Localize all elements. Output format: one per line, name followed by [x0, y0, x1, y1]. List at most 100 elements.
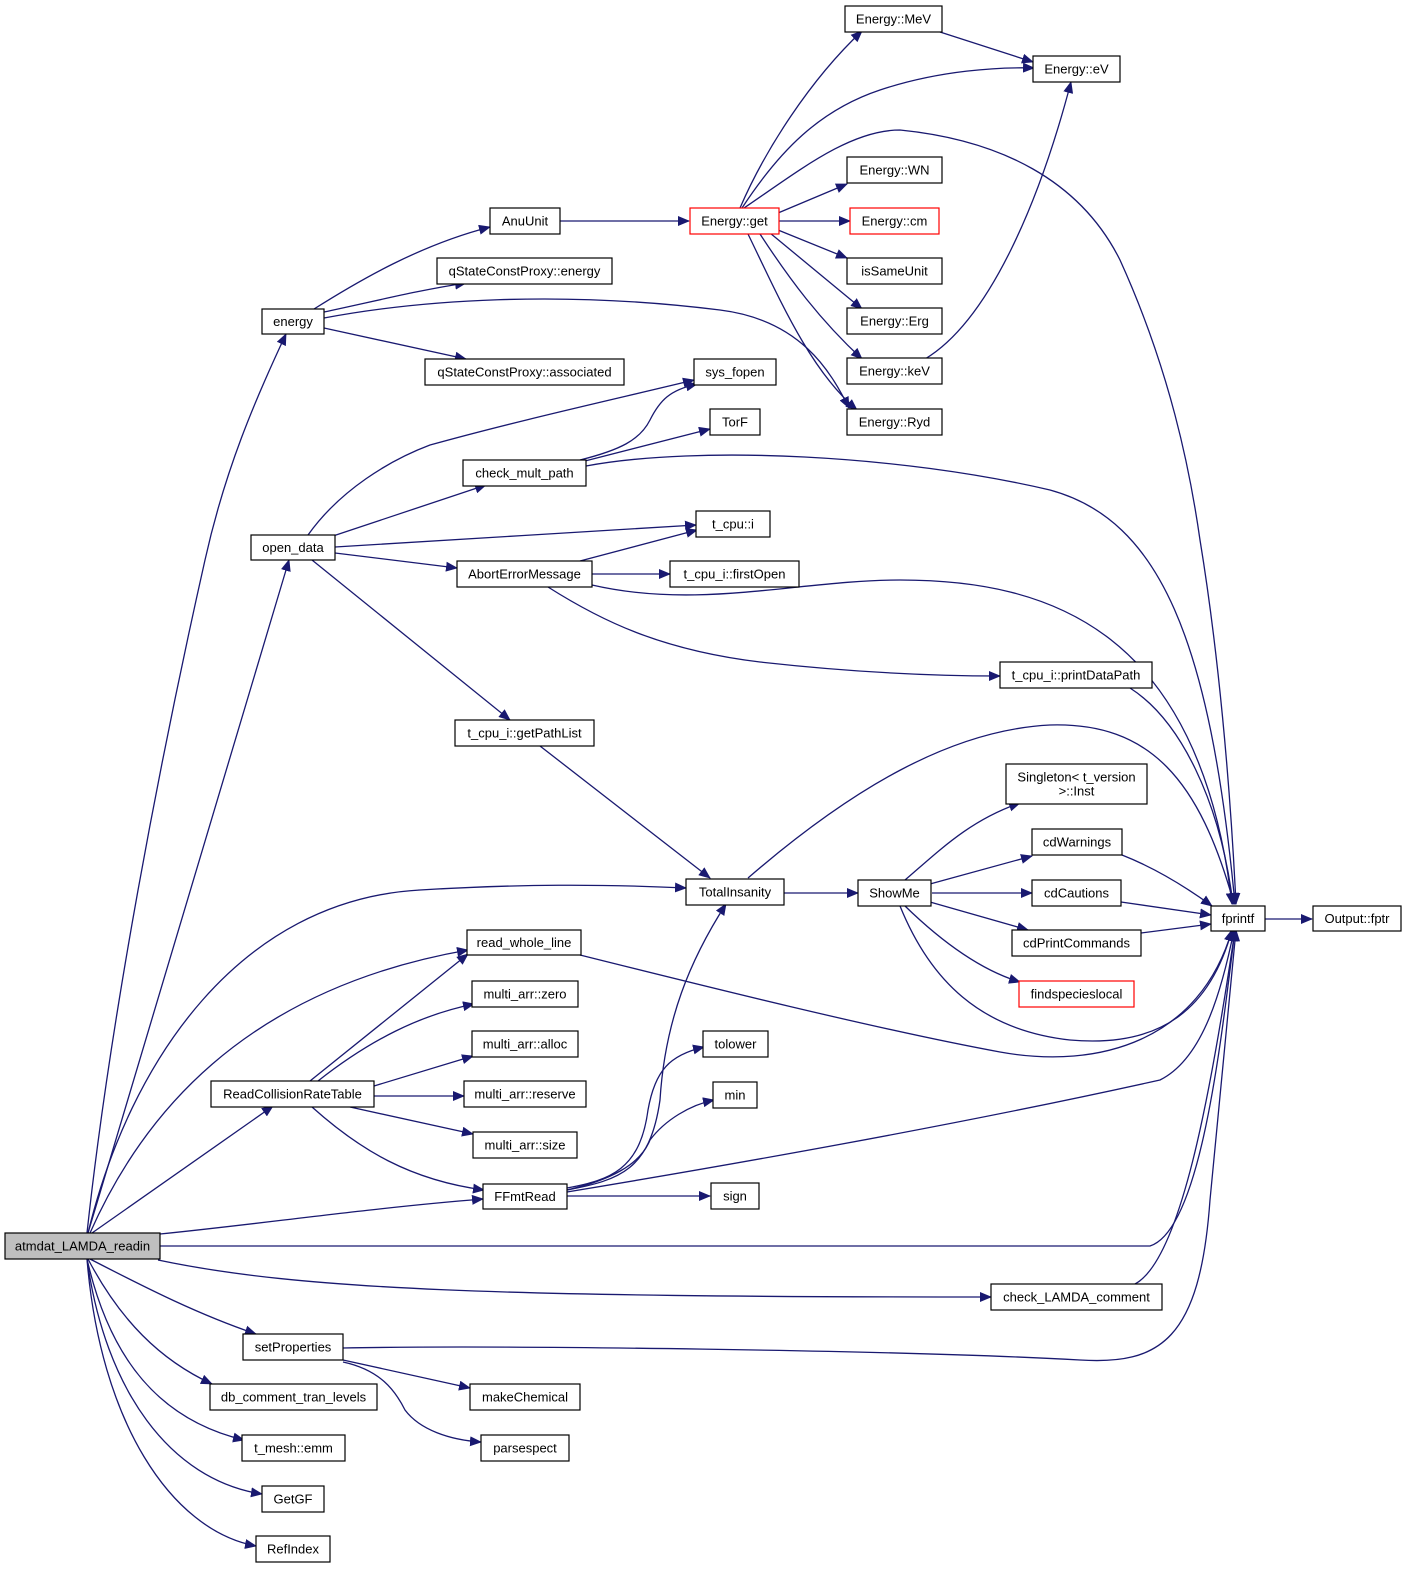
edge [86, 1258, 245, 1443]
edge [743, 129, 1241, 905]
node-anuunit[interactable]: AnuUnit [489, 207, 561, 235]
node-multi-arr-size[interactable]: multi_arr::size [472, 1131, 578, 1159]
edge [739, 30, 863, 209]
node-output-fptr[interactable]: Output::fptr [1312, 905, 1402, 932]
node-findspecieslocal[interactable]: findspecieslocal [1018, 980, 1135, 1008]
node-fprintf[interactable]: fprintf [1210, 905, 1266, 932]
node-label: multi_arr::alloc [483, 1037, 568, 1052]
node-box [471, 1030, 579, 1058]
node-t-cpu-i-firstopen[interactable]: t_cpu_i::firstOpen [669, 560, 800, 588]
node-qstateconstproxy-energy[interactable]: qStateConstProxy::energy [436, 257, 613, 285]
node-label: Energy::Erg [860, 314, 929, 329]
node-box [846, 257, 943, 285]
node-setproperties[interactable]: setProperties [242, 1333, 344, 1361]
node-energy-erg[interactable]: Energy::Erg [846, 307, 943, 335]
node-sys-fopen[interactable]: sys_fopen [693, 358, 777, 386]
node-t-mesh-emm[interactable]: t_mesh::emm [241, 1434, 346, 1462]
node-box [424, 358, 625, 386]
node-label: AbortErrorMessage [468, 567, 581, 582]
edge [86, 1258, 263, 1498]
node-qstateconstproxy-associated[interactable]: qStateConstProxy::associated [424, 358, 625, 386]
node-read-whole-line[interactable]: read_whole_line [466, 929, 582, 956]
node-energy-mev[interactable]: Energy::MeV [844, 5, 943, 33]
node-getgf[interactable]: GetGF [261, 1485, 325, 1513]
edge [159, 1194, 484, 1235]
node-box [849, 207, 940, 235]
edge [86, 333, 287, 1234]
node-cdprintcommands[interactable]: cdPrintCommands [1011, 929, 1142, 957]
node-parsespect[interactable]: parsespect [480, 1434, 570, 1462]
node-min[interactable]: min [712, 1081, 758, 1109]
node-box [454, 719, 595, 747]
node-t-cpu-i[interactable]: t_cpu::i [695, 510, 771, 538]
edge [747, 233, 858, 411]
edge [86, 1258, 257, 1549]
node-box [480, 1434, 570, 1462]
edge [939, 31, 1034, 64]
node-t-cpu-i-getpathlist[interactable]: t_cpu_i::getPathList [454, 719, 595, 747]
node-aborterrormessage[interactable]: AbortErrorMessage [456, 560, 593, 588]
node-label: energy [273, 314, 313, 329]
node-label: Energy::Ryd [859, 415, 931, 430]
node-ffmtread[interactable]: FFmtRead [482, 1183, 568, 1210]
node-cdcautions[interactable]: cdCautions [1031, 879, 1122, 907]
node-label: multi_arr::reserve [474, 1087, 575, 1102]
node-label: t_cpu::i [712, 517, 754, 532]
node-energy[interactable]: energy [261, 308, 325, 335]
nodes: atmdat_LAMDA_readin energy open_dataReadCo… [4, 5, 1402, 1563]
node-open-data[interactable]: open_data [250, 534, 336, 561]
node-label: Singleton< t_version [1017, 770, 1135, 785]
node-box [669, 560, 800, 588]
edge [579, 929, 1234, 1058]
node-box [1210, 905, 1266, 932]
node-box [255, 1535, 331, 1563]
edge [323, 298, 850, 409]
node-energy-kev[interactable]: Energy::keV [846, 357, 943, 385]
edge [87, 882, 687, 1234]
node-multi-arr-alloc[interactable]: multi_arr::alloc [471, 1030, 579, 1058]
node-multi-arr-reserve[interactable]: multi_arr::reserve [463, 1080, 587, 1108]
node-label: Output::fptr [1324, 911, 1390, 926]
edge [747, 724, 1236, 905]
node-atmdat-lamda-readin[interactable]: atmdat_LAMDA_readin [4, 1232, 161, 1260]
edge [334, 520, 697, 548]
node-energy-ryd[interactable]: Energy::Ryd [846, 408, 943, 436]
node-issameunit[interactable]: isSameUnit [846, 257, 943, 285]
node-box [1031, 828, 1123, 856]
edge [1129, 687, 1237, 905]
node-cdwarnings[interactable]: cdWarnings [1031, 828, 1123, 856]
node-check-lamda-comment[interactable]: check_LAMDA_comment [990, 1283, 1163, 1311]
node-t-cpu-i-printdatapath[interactable]: t_cpu_i::printDataPath [999, 661, 1153, 689]
edge [349, 1106, 474, 1137]
node-db-comment-tran-levels[interactable]: db_comment_tran_levels [209, 1383, 378, 1411]
node-label: cdCautions [1044, 886, 1110, 901]
node-energy-cm[interactable]: Energy::cm [849, 207, 940, 235]
node-label: multi_arr::size [485, 1138, 566, 1153]
node-box [261, 1485, 325, 1513]
node-label: >::Inst [1059, 784, 1095, 799]
node-makechemical[interactable]: makeChemical [469, 1383, 581, 1411]
node-label: RefIndex [267, 1542, 320, 1557]
node-torf[interactable]: TorF [709, 408, 761, 436]
node-box [261, 308, 325, 335]
node-label: qStateConstProxy::energy [449, 264, 601, 279]
node-sign[interactable]: sign [710, 1182, 760, 1210]
node-label: qStateConstProxy::associated [437, 365, 611, 380]
node-singleton-inst[interactable]: Singleton< t_version>::Inst [1005, 763, 1148, 805]
node-energy-get[interactable]: Energy::get [689, 207, 780, 235]
node-refindex[interactable]: RefIndex [255, 1535, 331, 1563]
node-box [693, 358, 777, 386]
node-readcollisionratetable[interactable]: ReadCollisionRateTable [210, 1080, 375, 1108]
node-totalinsanity[interactable]: TotalInsanity [685, 878, 785, 906]
node-energy-ev[interactable]: Energy::eV [1032, 55, 1121, 83]
node-multi-arr-zero[interactable]: multi_arr::zero [471, 980, 579, 1008]
edge [334, 552, 458, 572]
node-tolower[interactable]: tolower [702, 1030, 769, 1058]
node-energy-wn[interactable]: Energy::WN [846, 156, 943, 184]
node-box [844, 5, 943, 33]
node-label: isSameUnit [861, 264, 928, 279]
node-showme[interactable]: ShowMe [857, 879, 932, 907]
node-check-mult-path[interactable]: check_mult_path [462, 459, 587, 487]
node-label: read_whole_line [477, 935, 572, 950]
